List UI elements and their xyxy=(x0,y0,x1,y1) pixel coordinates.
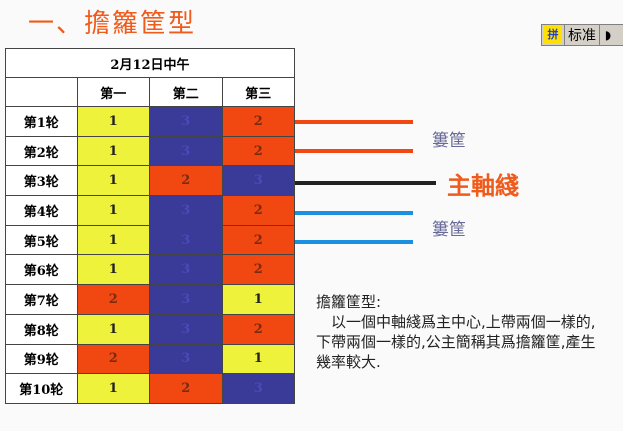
upper-line-1 xyxy=(295,120,413,124)
value-cell: 3 xyxy=(221,165,295,197)
lower-line-1 xyxy=(295,211,413,215)
page-title: 一、擔籮筐型 xyxy=(28,9,197,39)
corner-cell xyxy=(5,77,78,107)
value-cell: 1 xyxy=(76,224,151,256)
column-header: 第二 xyxy=(149,77,223,107)
axis-line xyxy=(295,181,436,185)
row-label: 第8轮 xyxy=(5,313,78,345)
axis-label: 主軸綫 xyxy=(447,172,519,200)
value-cell: 1 xyxy=(76,165,151,197)
upper-basket-label: 簍筐 xyxy=(432,131,466,151)
row-label: 第6轮 xyxy=(5,254,78,286)
description: 擔籮筐型: 以一個中軸綫爲主中心,上帶兩個一樣的,下帶兩個一樣的,公主簡稱其爲擔… xyxy=(316,292,596,372)
value-cell: 3 xyxy=(149,195,223,226)
value-cell: 1 xyxy=(76,135,151,167)
value-cell: 1 xyxy=(221,284,295,315)
value-cell: 1 xyxy=(76,373,151,404)
ime-toolbar[interactable]: 拼 标准 ◗ xyxy=(541,24,623,46)
row-label: 第4轮 xyxy=(5,195,78,226)
value-cell: 1 xyxy=(76,254,151,286)
value-cell: 2 xyxy=(149,165,223,197)
column-header: 第三 xyxy=(221,77,295,107)
value-cell: 3 xyxy=(149,254,223,286)
value-cell: 3 xyxy=(149,106,223,137)
value-cell: 3 xyxy=(149,135,223,167)
value-cell: 3 xyxy=(221,373,295,404)
ime-mode-button[interactable]: 标准 xyxy=(564,25,600,45)
lower-line-2 xyxy=(295,240,413,244)
value-cell: 3 xyxy=(149,343,223,375)
lower-basket-label: 簍筐 xyxy=(432,220,466,240)
moon-icon[interactable]: ◗ xyxy=(604,28,612,42)
value-cell: 2 xyxy=(221,135,295,167)
row-label: 第10轮 xyxy=(5,373,78,404)
value-cell: 2 xyxy=(221,224,295,256)
table-caption: 2月12日中午 xyxy=(5,48,295,78)
description-heading: 擔籮筐型: xyxy=(316,293,382,311)
value-cell: 1 xyxy=(221,343,295,375)
row-label: 第3轮 xyxy=(5,165,78,197)
value-cell: 2 xyxy=(221,106,295,137)
value-cell: 1 xyxy=(76,313,151,345)
ime-icon[interactable]: 拼 xyxy=(544,26,562,44)
value-cell: 2 xyxy=(76,284,151,315)
upper-line-2 xyxy=(295,149,413,153)
value-cell: 3 xyxy=(149,284,223,315)
row-label: 第2轮 xyxy=(5,135,78,167)
value-cell: 3 xyxy=(149,313,223,345)
value-cell: 2 xyxy=(221,254,295,286)
value-cell: 2 xyxy=(76,343,151,375)
description-body: 以一個中軸綫爲主中心,上帶兩個一樣的,下帶兩個一樣的,公主簡稱其爲擔籮筐,產生幾… xyxy=(316,313,596,371)
value-cell: 2 xyxy=(149,373,223,404)
column-header: 第一 xyxy=(76,77,151,107)
value-cell: 2 xyxy=(221,313,295,345)
value-cell: 2 xyxy=(221,195,295,226)
row-label: 第9轮 xyxy=(5,343,78,375)
row-label: 第5轮 xyxy=(5,224,78,256)
value-cell: 1 xyxy=(76,195,151,226)
value-cell: 3 xyxy=(149,224,223,256)
row-label: 第1轮 xyxy=(5,106,78,137)
value-cell: 1 xyxy=(76,106,151,137)
row-label: 第7轮 xyxy=(5,284,78,315)
